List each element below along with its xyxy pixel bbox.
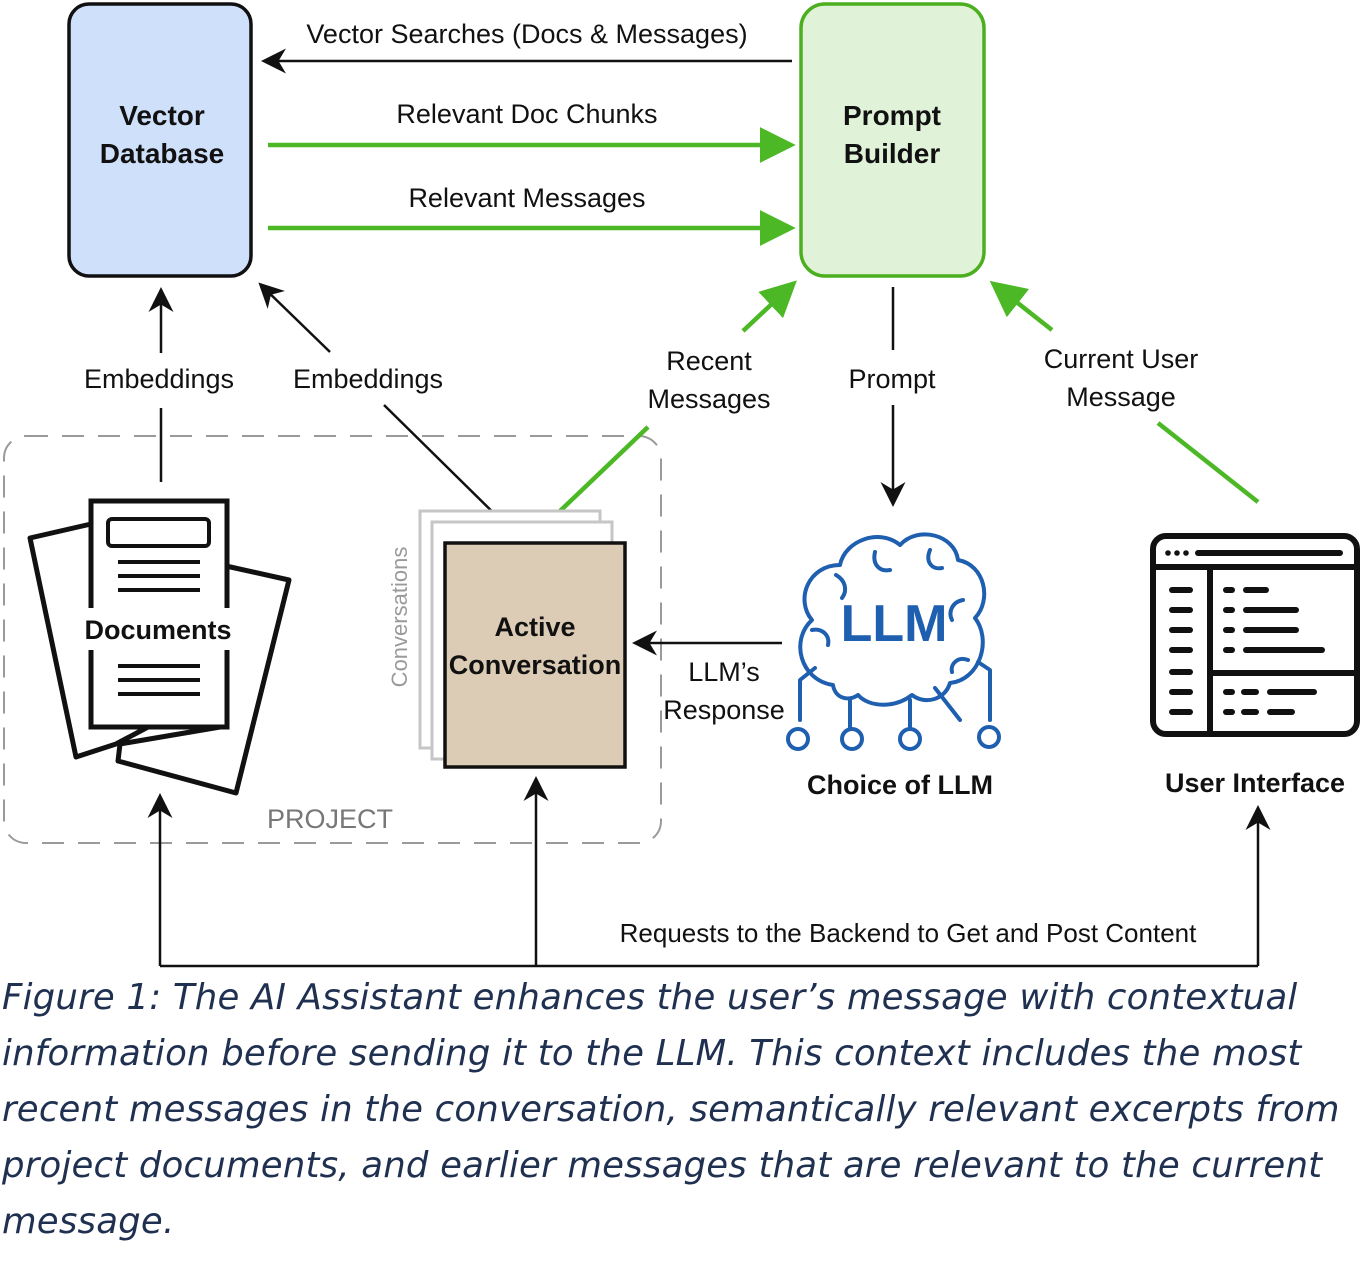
vector-searches-label: Vector Searches (Docs & Messages) [306, 19, 747, 49]
llm-icon-text: LLM [841, 595, 948, 653]
user-interface-label: User Interface [1165, 768, 1345, 798]
llm-response-label-1: LLM’s [688, 657, 760, 687]
prompt-builder-node: Prompt Builder [799, 2, 986, 278]
documents-label: Documents [84, 615, 231, 645]
prompt-label: Prompt [848, 364, 936, 394]
recent-messages-arrow-upper [741, 280, 797, 333]
active-conversation-title-2: Conversation [449, 650, 622, 680]
current-user-message-arrow-lower [1156, 421, 1260, 504]
embeddings-docs-label: Embeddings [84, 364, 234, 394]
current-user-message-arrow-upper [989, 280, 1054, 332]
project-boundary [3, 435, 662, 844]
relevant-doc-chunks-label: Relevant Doc Chunks [396, 99, 657, 129]
vector-database-title-1: Vector [119, 100, 205, 131]
backend-requests-label: Requests to the Backend to Get and Post … [620, 918, 1197, 948]
conversations-stack-label: Conversations [387, 547, 412, 688]
embeddings-conv-label: Embeddings [293, 364, 443, 394]
prompt-builder-title-1: Prompt [843, 100, 941, 131]
project-label: PROJECT [267, 804, 393, 834]
architecture-diagram: PROJECT Vector Database Prompt Builder V… [3, 2, 1360, 968]
current-user-message-label-2: Message [1066, 382, 1176, 412]
current-user-message-label-1: Current User [1044, 344, 1199, 374]
active-conversation-node: Active Conversation [443, 541, 627, 769]
prompt-builder-title-2: Builder [844, 138, 941, 169]
recent-messages-label-2: Messages [647, 384, 770, 414]
user-interface-icon [1150, 533, 1360, 737]
vector-database-node: Vector Database [67, 2, 253, 278]
active-conversation-title-1: Active [494, 612, 575, 642]
embeddings-conv-arrow-upper [258, 282, 331, 353]
figure-caption: Figure 1: The AI Assistant enhances the … [2, 977, 1340, 1242]
llm-brain-icon [786, 532, 1001, 751]
llm-response-label-2: Response [663, 695, 785, 725]
backend-requests-arrows [147, 776, 1271, 968]
llm-label: Choice of LLM [807, 770, 993, 800]
vector-database-title-2: Database [100, 138, 225, 169]
relevant-messages-label: Relevant Messages [408, 183, 645, 213]
recent-messages-label-1: Recent [666, 346, 752, 376]
